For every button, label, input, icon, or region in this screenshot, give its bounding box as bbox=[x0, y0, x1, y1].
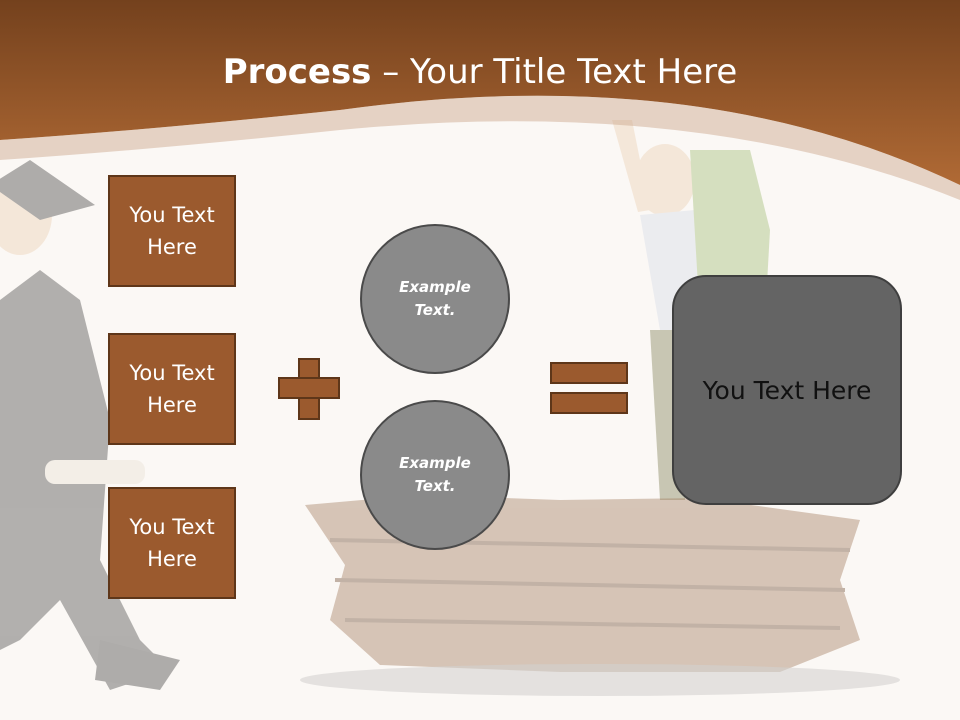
title-rest: – Your Title Text Here bbox=[371, 52, 738, 92]
example-circle-1[interactable]: Example Text. bbox=[360, 224, 510, 374]
text-box-label: You Text Here bbox=[129, 203, 215, 259]
text-box-2[interactable]: You Text Here bbox=[108, 333, 236, 445]
title-bold: Process bbox=[222, 52, 372, 92]
circle-label: Example Text. bbox=[399, 278, 471, 319]
circle-label: Example Text. bbox=[399, 454, 471, 495]
example-circle-2[interactable]: Example Text. bbox=[360, 400, 510, 550]
graduate-illustration bbox=[0, 160, 180, 690]
slide-title: Process – Your Title Text Here bbox=[0, 52, 960, 92]
text-box-label: You Text Here bbox=[129, 515, 215, 571]
result-label: You Text Here bbox=[702, 375, 872, 405]
text-box-3[interactable]: You Text Here bbox=[108, 487, 236, 599]
result-box[interactable]: You Text Here bbox=[672, 275, 902, 505]
text-box-label: You Text Here bbox=[129, 361, 215, 417]
text-box-1[interactable]: You Text Here bbox=[108, 175, 236, 287]
